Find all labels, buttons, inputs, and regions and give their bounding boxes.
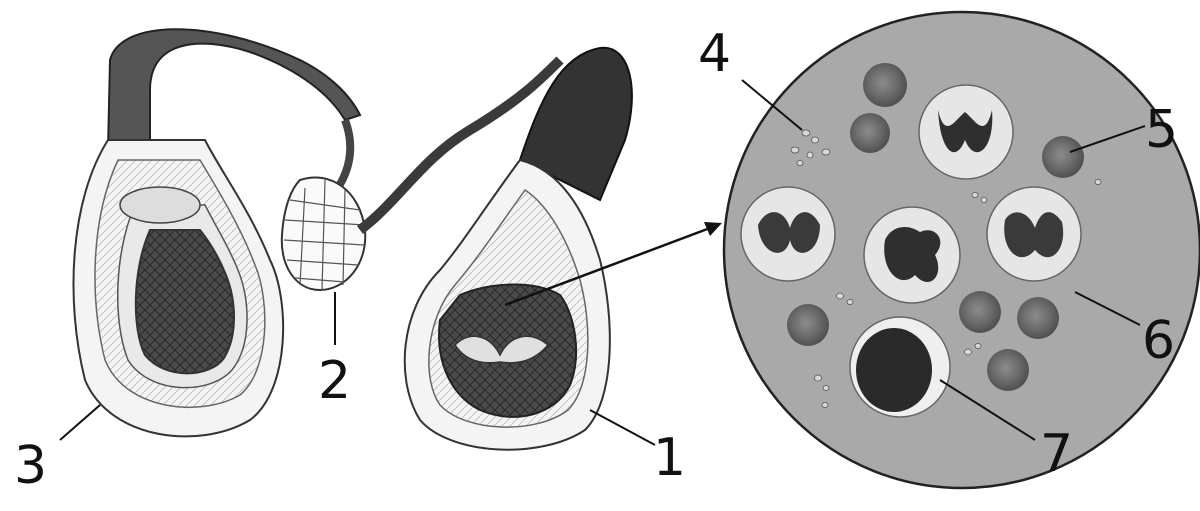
red-blood-cell (959, 291, 1001, 333)
leader-line-4 (741, 79, 803, 131)
red-blood-cell (850, 113, 890, 153)
white-blood-cell (740, 186, 836, 282)
label-1: 1 (653, 428, 687, 488)
leader-line-5 (1069, 125, 1146, 153)
leader-line-1 (589, 409, 656, 446)
lymphocyte (849, 316, 951, 418)
zoom-arrow (504, 222, 722, 307)
leader-lines (59, 79, 1146, 446)
red-blood-cell (787, 304, 829, 346)
capillary-tube-right (356, 56, 564, 234)
artery-cross-section (403, 46, 633, 451)
red-blood-cell (987, 349, 1029, 391)
label-7: 7 (1040, 424, 1074, 484)
plasma-field (722, 10, 1200, 490)
red-blood-cell (1042, 136, 1084, 178)
label-3: 3 (14, 436, 48, 496)
white-blood-cell (986, 186, 1082, 282)
artery-valve (454, 335, 550, 364)
label-2: 2 (318, 351, 352, 411)
red-blood-cells (787, 63, 1084, 391)
vein-cut-top (119, 186, 201, 224)
vein-lumen (134, 229, 235, 375)
red-blood-cell (863, 63, 907, 107)
red-blood-cell (1017, 297, 1059, 339)
capillary-network (280, 56, 564, 292)
capillary-lines (283, 179, 366, 291)
blood-smear (722, 10, 1200, 490)
artery-outer-tube (518, 46, 633, 202)
white-blood-cell (863, 206, 961, 304)
label-4: 4 (698, 24, 732, 84)
leader-line-6 (1074, 291, 1141, 326)
label-6: 6 (1142, 311, 1176, 371)
label-5: 5 (1145, 100, 1179, 160)
leader-line-7 (939, 379, 1036, 441)
vein-outer-tube (106, 28, 362, 151)
white-blood-cell (918, 84, 1014, 180)
platelets (790, 129, 1102, 408)
vein-cross-section (72, 28, 362, 438)
leader-line-3 (59, 404, 101, 441)
